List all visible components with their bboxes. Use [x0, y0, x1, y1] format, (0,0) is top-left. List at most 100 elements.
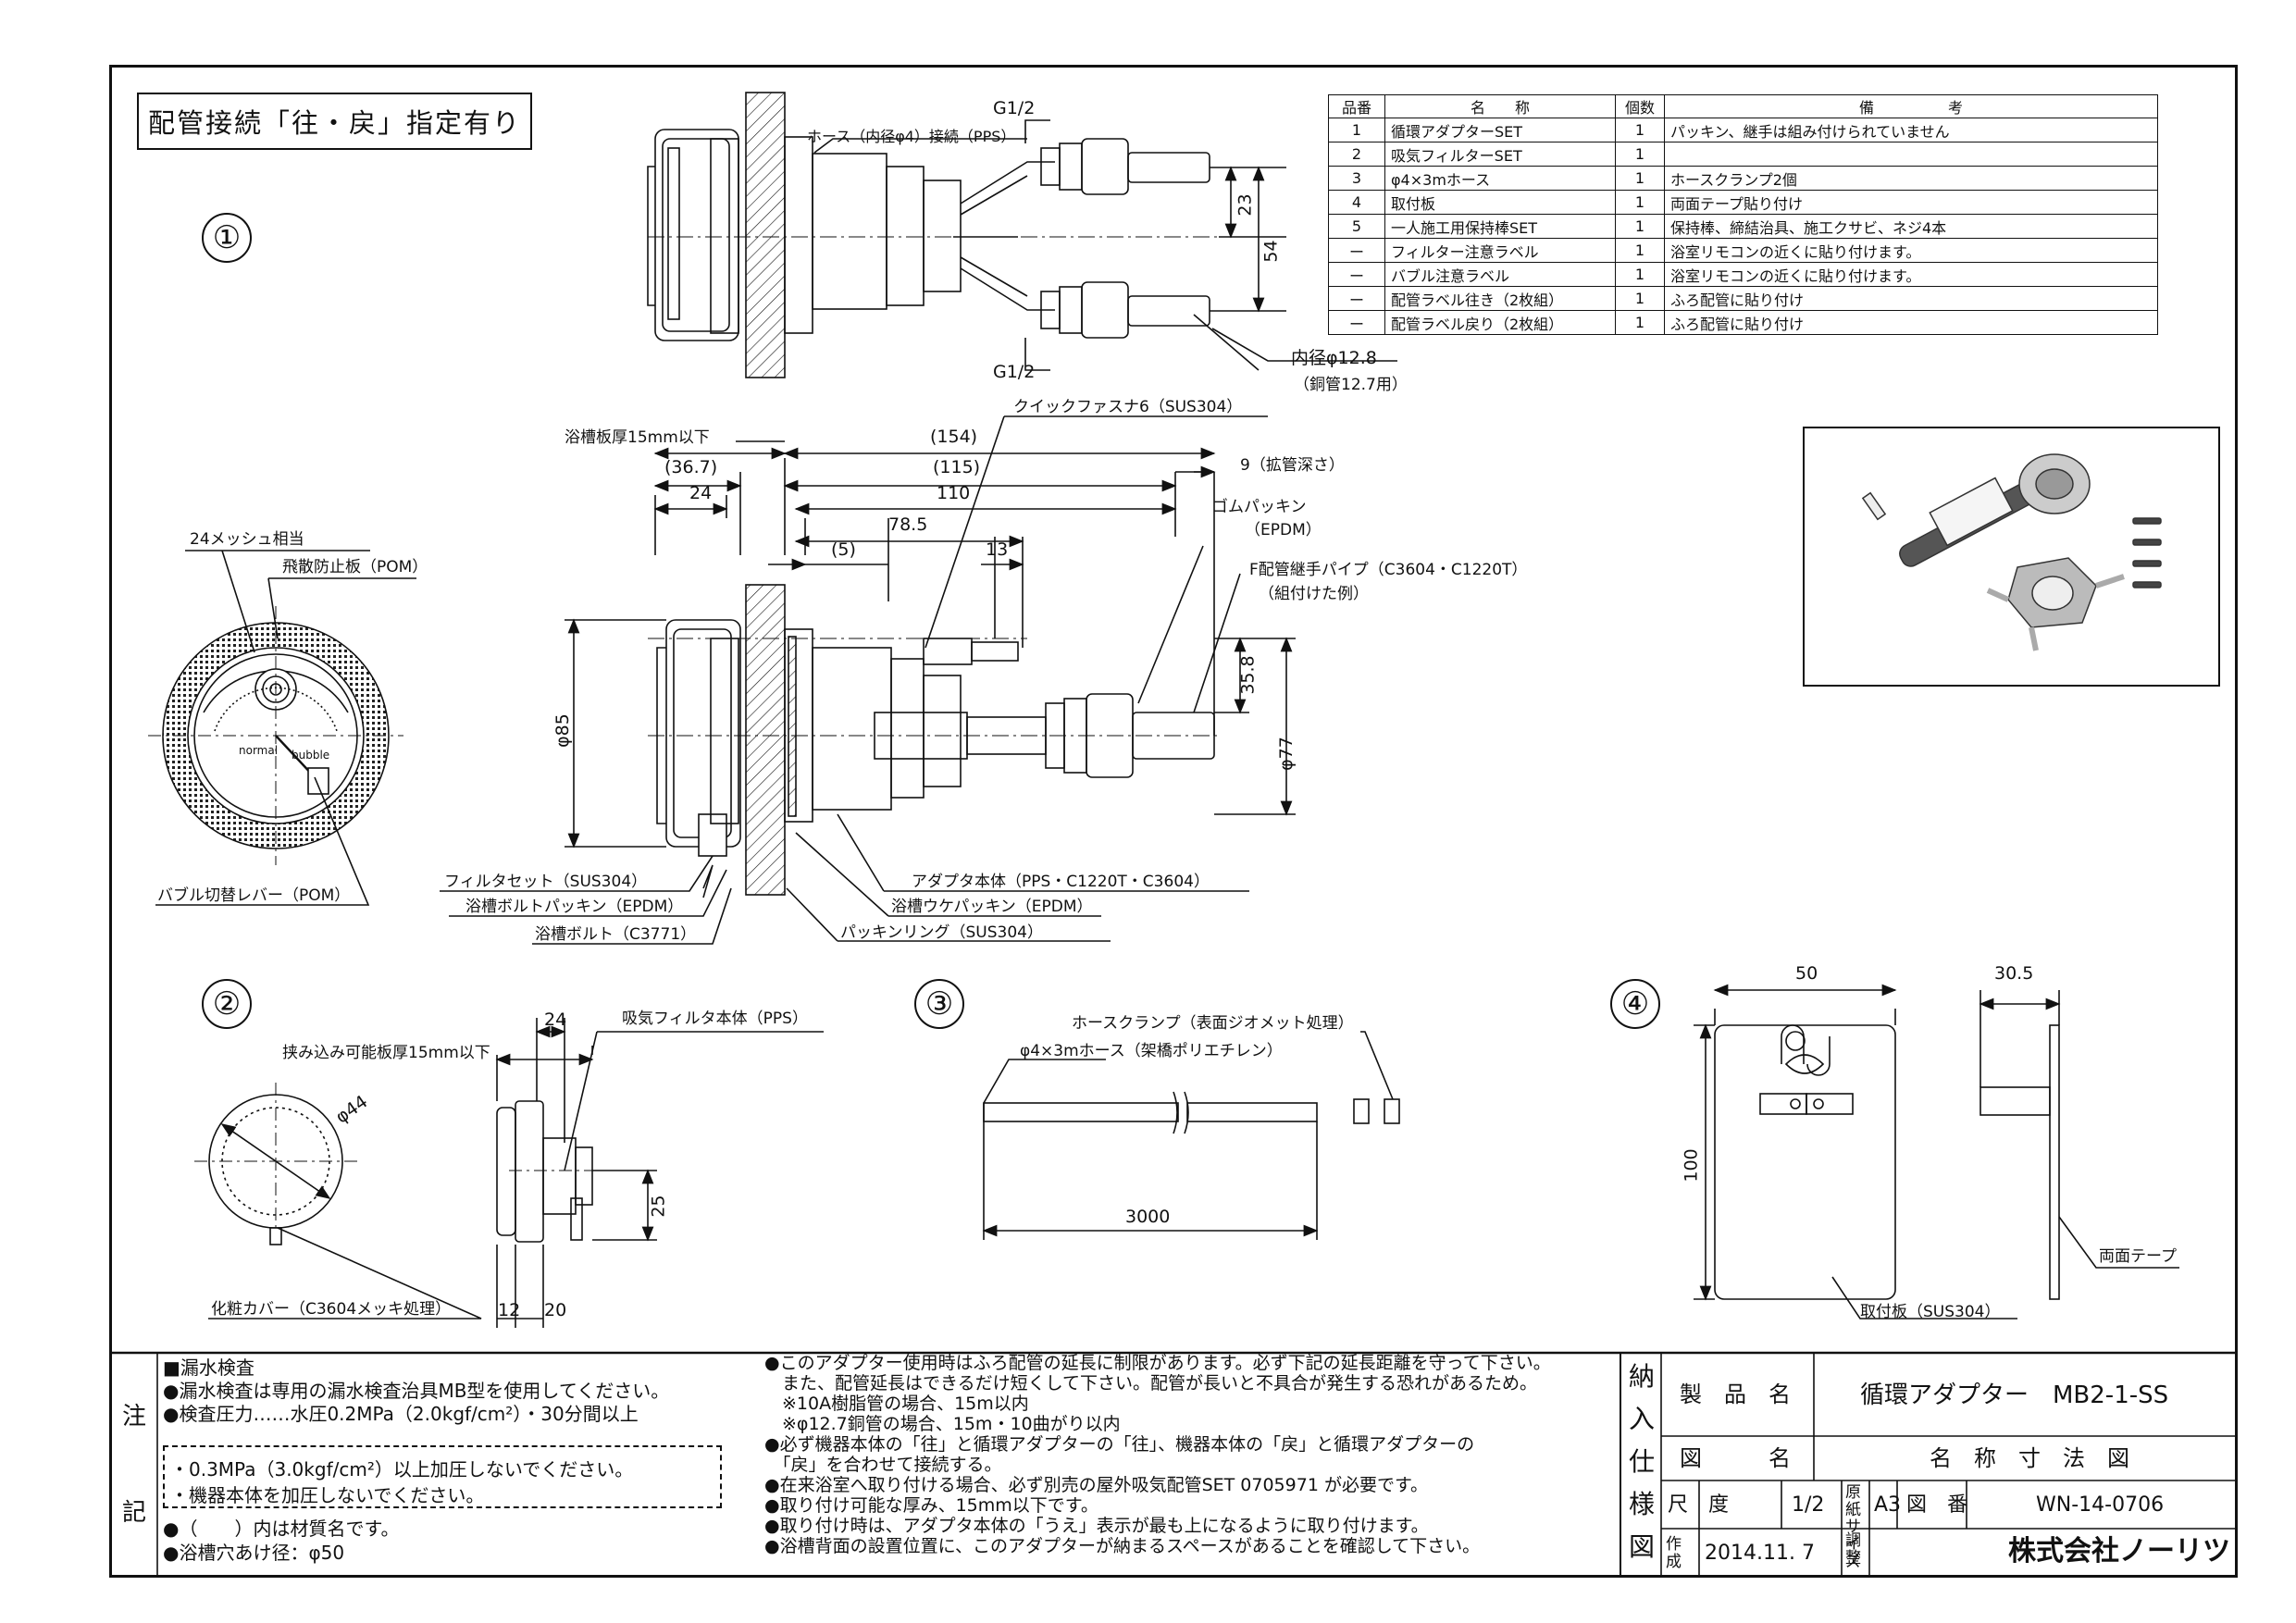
dim-154: (154) — [930, 427, 978, 447]
row-name: 配管ラベル戻り（2枚組） — [1384, 310, 1616, 335]
tub-bolt-packing-label: 浴槽ボルトパッキン（EPDM） — [465, 898, 684, 916]
pressure-warning-1: ・0.3MPa（3.0kgf/cm²）以上加圧しないでください。 — [170, 1458, 634, 1481]
restriction-note-9: ●取り付け時は、アダプタ本体の「うえ」表示が最も上になるように取り付けます。 — [764, 1516, 1429, 1536]
dim-phi77: φ77 — [1275, 737, 1297, 771]
row-no: 3 — [1328, 166, 1385, 191]
leak-test-title: ■漏水検査 — [163, 1357, 254, 1379]
created-date: 2014.11. 7 — [1705, 1542, 1815, 1565]
header-note: 備 考 — [1664, 94, 2158, 118]
scale-label: 尺 度 — [1668, 1493, 1730, 1517]
row-name: 取付板 — [1384, 190, 1616, 215]
company-logo: 株式会社ノーリツ — [2008, 1535, 2230, 1567]
row-qty: 1 — [1615, 262, 1665, 287]
notes-label-top: 注 — [122, 1403, 147, 1431]
hose-clamp-label: ホースクランプ（表面ジオメット処理） — [1072, 1014, 1354, 1033]
row-no: ー — [1328, 238, 1385, 263]
row-name: 循環アダプターSET — [1384, 118, 1616, 142]
holding-rod-set-illustration — [1803, 427, 2220, 687]
header-no: 品番 — [1328, 94, 1385, 118]
g-top-label: G1/2 — [993, 98, 1036, 118]
gum-packing-material: （EPDM） — [1245, 521, 1322, 539]
product-name-value: 循環アダプター MB2-1-SS — [1860, 1381, 2169, 1409]
scale-value: 1/2 — [1792, 1493, 1825, 1517]
mesh-label: 24メッシュ相当 — [190, 530, 304, 549]
row-qty: 1 — [1615, 286, 1665, 311]
hose-connection-label: ホース（内径φ4）接続（PPS） — [807, 128, 1016, 145]
row-no: ー — [1328, 310, 1385, 335]
side-char-2: 入 — [1629, 1404, 1656, 1434]
restriction-note-2: また、配管延長はできるだけ短くして下さい。配管が長いと不具合が発生する恐れがある… — [764, 1373, 1538, 1394]
gum-packing-label: ゴムパッキン — [1212, 498, 1307, 516]
product-name-label: 製 品 名 — [1680, 1381, 1791, 1407]
notes-section: 注 記 ■漏水検査 ●漏水検査は専用の漏水検査治具MB型を使用してください。 ●… — [109, 1353, 2238, 1578]
view4-dim-100: 100 — [1681, 1148, 1702, 1183]
dim-54: 54 — [1260, 240, 1282, 263]
copper-pipe-label: （銅管12.7用） — [1294, 376, 1408, 394]
row-note: 両面テープ貼り付け — [1664, 190, 2158, 215]
cover-label: 化粧カバー（C3604メッキ処理） — [211, 1300, 452, 1319]
section-number-1: ① — [202, 213, 252, 263]
restriction-note-6: 「戻」を合わせて接続する。 — [764, 1455, 1002, 1475]
row-no: 4 — [1328, 190, 1385, 215]
section-number-4: ④ — [1610, 979, 1660, 1029]
inner-diameter-label: 内径φ12.8 — [1291, 348, 1377, 368]
header-qty: 個数 — [1615, 94, 1665, 118]
tub-thickness-label: 浴槽板厚15mm以下 — [565, 428, 710, 447]
row-name: 吸気フィルターSET — [1384, 142, 1616, 167]
parts-table-header: 品番 名 称 個数 備 考 — [1328, 94, 2158, 118]
row-note: パッキン、継手は組み付けられていません — [1664, 118, 2158, 142]
row-note: 浴室リモコンの近くに貼り付けます。 — [1664, 238, 2158, 263]
paper-size-value: A3 — [1874, 1493, 1902, 1517]
packing-ring-label: パッキンリング（SUS304） — [840, 923, 1043, 942]
row-qty: 1 — [1615, 166, 1665, 191]
section-number-3: ③ — [914, 979, 964, 1029]
drawing-name-value: 名 称 寸 法 図 — [1930, 1445, 2129, 1471]
view2-dim-20: 20 — [544, 1300, 567, 1320]
normal-label: normal — [239, 744, 279, 757]
drawing-frame — [109, 65, 2238, 1578]
row-qty: 1 — [1615, 238, 1665, 263]
mounting-plate-label: 取付板（SUS304） — [1860, 1303, 2001, 1321]
restriction-note-8: ●取り付け可能な厚み、15mm以下です。 — [764, 1495, 1098, 1516]
view4-dim-30-5: 30.5 — [1994, 963, 2034, 984]
filter-body-label: 吸気フィルタ本体（PPS） — [622, 1010, 808, 1028]
dim-13: 13 — [986, 539, 1009, 560]
view2-dim-25: 25 — [648, 1195, 669, 1218]
row-no: 5 — [1328, 214, 1385, 239]
drawing-name-label: 図 名 — [1680, 1445, 1791, 1471]
restriction-note-4: ※φ12.7銅管の場合、15m・10曲がり以内 — [764, 1414, 1121, 1434]
f-pipe-label: F配管継手パイプ（C3604・C1220T） — [1249, 561, 1528, 579]
drawing-number-label: 図 番 — [1906, 1493, 1968, 1517]
piping-direction-badge: 配管接続「往・戻」指定有り — [137, 93, 533, 150]
scatter-plate-label: 飛散防止板（POM） — [282, 558, 428, 576]
f-pipe-note: （組付けた例） — [1259, 585, 1369, 603]
section-number-2: ② — [202, 979, 252, 1029]
dim-9-expansion: 9（拡管深さ） — [1240, 456, 1345, 475]
leak-test-note-2: ●検査圧力……水圧0.2MPa（2.0kgf/cm²）・30分間以上 — [163, 1403, 639, 1425]
hole-diameter-note: ●浴槽穴あけ径：φ50 — [163, 1542, 345, 1564]
quick-fastener-label: クイックファスナ6（SUS304） — [1013, 398, 1243, 416]
holding-rod-set-image — [1861, 453, 2162, 651]
view2-dim-24: 24 — [544, 1010, 567, 1030]
double-tape-label: 両面テープ — [2099, 1247, 2177, 1266]
paper-size-label: 原 紙サイズ — [1845, 1483, 1877, 1571]
dim-5: (5) — [831, 539, 856, 560]
row-note: 保持棒、締結治具、施工クサビ、ネジ4本 — [1664, 214, 2158, 239]
tub-receiver-packing-label: 浴槽ウケパッキン（EPDM） — [891, 898, 1093, 916]
row-no: ー — [1328, 286, 1385, 311]
view2-dim-12: 12 — [498, 1300, 521, 1320]
side-char-1: 納 — [1629, 1361, 1656, 1392]
row-no: 1 — [1328, 118, 1385, 142]
row-name: フィルター注意ラベル — [1384, 238, 1616, 263]
header-name: 名 称 — [1384, 94, 1616, 118]
restriction-note-10: ●浴槽背面の設置位置に、このアダプターが納まるスペースがあることを確認して下さい… — [764, 1536, 1481, 1556]
row-note: ふろ配管に貼り付け — [1664, 310, 2158, 335]
dim-3000: 3000 — [1125, 1207, 1171, 1227]
